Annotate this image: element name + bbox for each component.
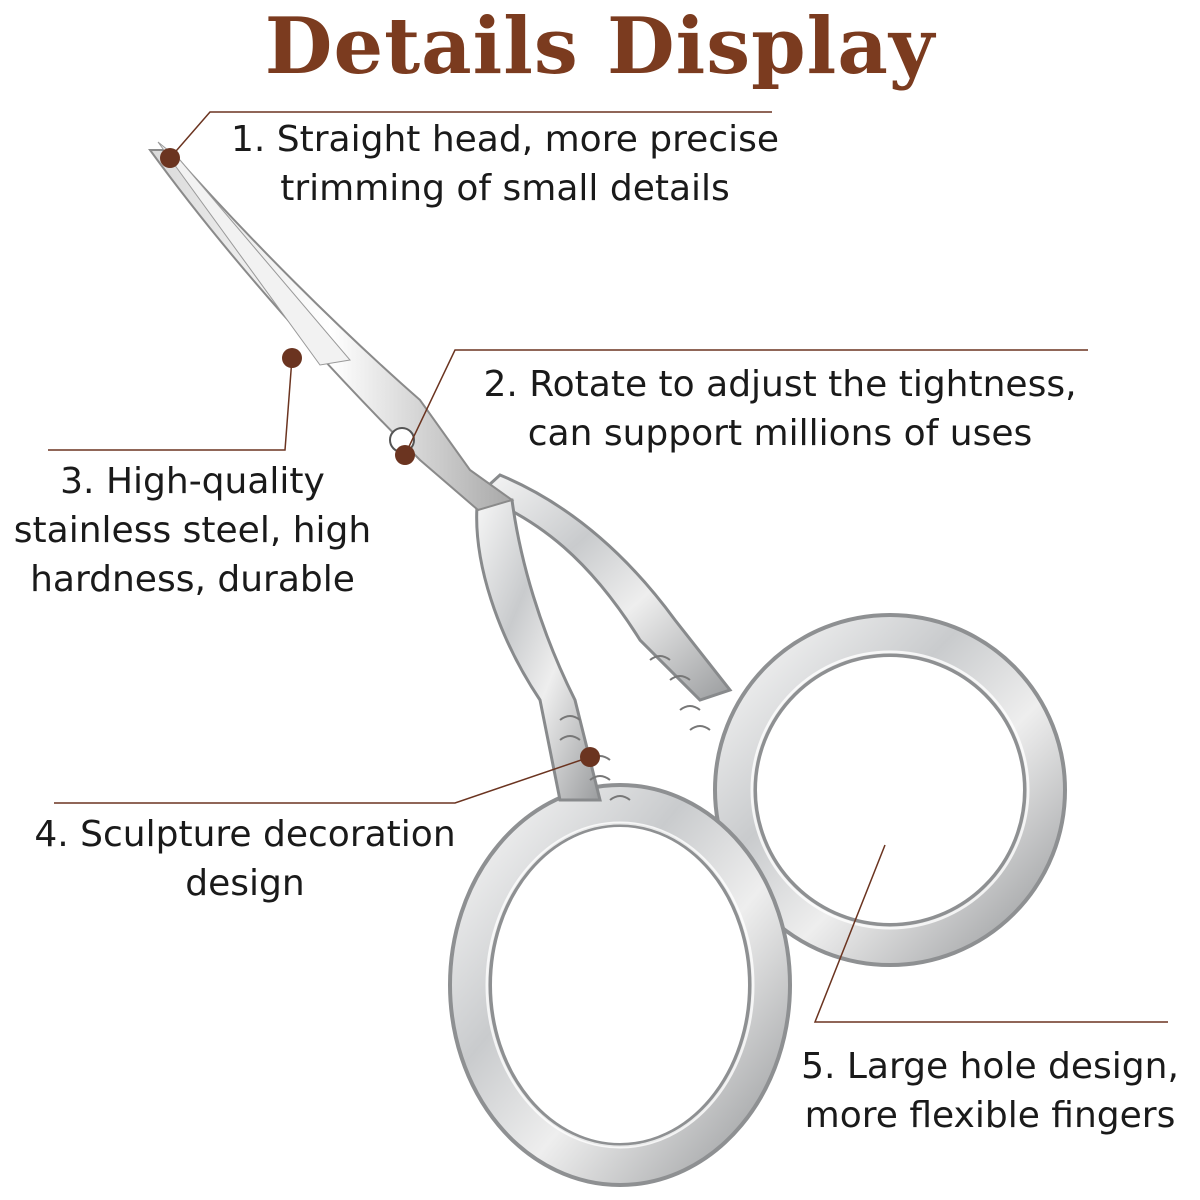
callout-2-line-2: can support millions of uses	[527, 413, 1033, 454]
callout-line-3	[48, 357, 293, 451]
callout-5-line-1: 5. Large hole design,	[801, 1046, 1179, 1087]
callout-label-3: 3. High-quality stainless steel, high ha…	[0, 457, 385, 604]
callout-label-2: 2. Rotate to adjust the tightness, can s…	[470, 360, 1090, 458]
callout-5-line-2: more flexible fingers	[804, 1095, 1176, 1136]
callout-dot-4	[580, 747, 600, 767]
callout-4-line-2: design	[185, 863, 305, 904]
callout-label-5: 5. Large hole design, more flexible fing…	[790, 1042, 1190, 1140]
callout-1-line-2: trimming of small details	[280, 168, 730, 209]
callout-2-line-1: 2. Rotate to adjust the tightness,	[483, 364, 1077, 405]
sculpture-decoration-left	[559, 715, 631, 801]
callout-3-line-3: hardness, durable	[30, 559, 355, 600]
callout-line-1	[169, 111, 772, 159]
callout-dot-3	[282, 348, 302, 368]
callout-3-line-2: stainless steel, high	[13, 510, 372, 551]
callout-1-line-1: 1. Straight head, more precise	[230, 119, 779, 160]
callout-label-1: 1. Straight head, more precise trimming …	[225, 115, 785, 213]
right-shank	[475, 473, 733, 702]
callout-line-5	[813, 844, 1168, 1023]
callout-4-line-1: 4. Sculpture decoration	[34, 814, 456, 855]
callout-line-4	[54, 756, 591, 804]
callout-dot-1	[160, 148, 180, 168]
callout-3-line-1: 3. High-quality	[60, 461, 325, 502]
callout-dot-2	[395, 445, 415, 465]
left-shank	[475, 493, 602, 802]
callout-line-2	[404, 349, 1088, 456]
page-title: Details Display	[264, 1, 936, 92]
callout-label-4: 4. Sculpture decoration design	[20, 810, 470, 908]
sculpture-decoration-right	[649, 655, 711, 731]
